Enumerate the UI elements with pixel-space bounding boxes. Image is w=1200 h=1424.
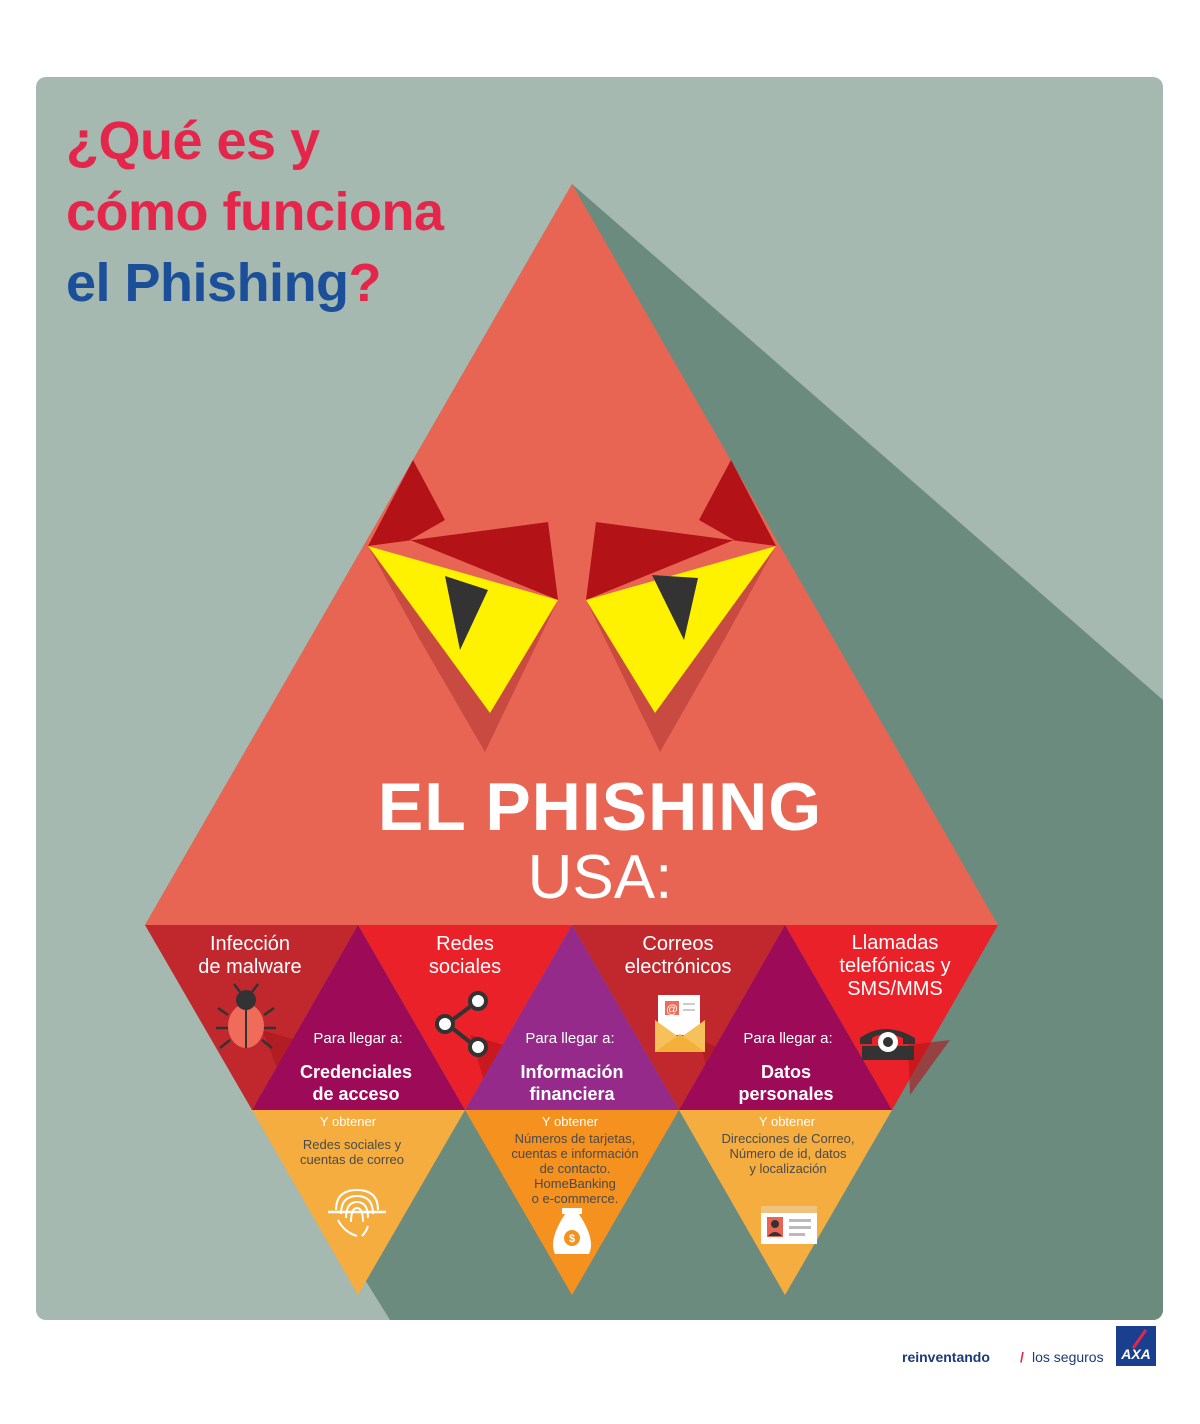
method-label-email-text: Correos electrónicos <box>624 933 732 978</box>
obtain-details-financial: Números de tarjetas, cuentas e informaci… <box>511 1131 639 1206</box>
right-brow <box>586 460 776 600</box>
method-label-social: Redes sociales <box>365 933 565 979</box>
infographic-artwork: @ $ <box>145 184 1163 1320</box>
id-card-icon <box>761 1206 817 1244</box>
share-icon <box>435 991 488 1057</box>
goal-band-financial <box>465 925 679 1110</box>
goal-prefix-financial: Para llegar a: <box>525 1030 615 1047</box>
goal-band-personal <box>679 925 892 1110</box>
svg-text:$: $ <box>569 1233 575 1245</box>
goal-target-personal: Datos personales <box>738 1062 834 1104</box>
telephone-icon <box>860 1029 915 1060</box>
footer-tagline-rest: los seguros <box>1032 1349 1104 1365</box>
method-label-malware: Infección de malware <box>150 933 350 979</box>
footer-tagline-bold: reinventando <box>902 1349 990 1365</box>
left-brow <box>368 460 558 600</box>
obtain-label-credentials: Y obtener <box>319 1114 377 1129</box>
svg-text:@: @ <box>666 1002 678 1016</box>
title-line-3: el Phishing? <box>66 253 382 313</box>
obtain-band-personal <box>679 1110 892 1295</box>
obtain-details-credentials: Redes sociales y cuentas de correo <box>299 1137 405 1167</box>
method-label-email: Correos electrónicos <box>578 933 778 979</box>
title-line-2: cómo funciona <box>66 182 444 242</box>
method-label-social-text: Redes sociales <box>428 933 502 978</box>
evil-eyes <box>368 460 776 752</box>
method-label-malware-text: Infección de malware <box>198 933 302 978</box>
title-line-1: ¿Qué es y <box>66 111 320 171</box>
money-bag-icon: $ <box>552 1208 592 1254</box>
goal-target-credentials: Credenciales de acceso <box>299 1062 413 1104</box>
obtain-details-personal: Direcciones de Correo, Número de id, dat… <box>721 1131 855 1176</box>
axa-logo-text: AXA <box>1121 1346 1151 1362</box>
main-triangle <box>145 184 998 925</box>
band-social <box>358 925 572 1110</box>
method-label-phone: Llamadas telefónicas y SMS/MMS <box>795 932 995 1001</box>
left-pupil <box>445 576 488 650</box>
obtain-band-financial <box>465 1110 679 1295</box>
title-question-mark: ? <box>348 253 382 313</box>
title-line-3-text: el Phishing <box>66 253 349 313</box>
obtain-label-financial: Y obtener <box>541 1114 599 1129</box>
heading-main: EL PHISHING <box>377 769 823 845</box>
goal-prefix-personal: Para llegar a: <box>743 1030 833 1047</box>
axa-logo: AXA <box>1116 1326 1156 1366</box>
goal-target-financial: Información financiera <box>520 1062 624 1104</box>
goal-band-credentials <box>252 925 465 1110</box>
fingerprint-icon <box>328 1188 386 1237</box>
goal-prefix-credentials: Para llegar a: <box>313 1030 403 1047</box>
bug-icon <box>216 983 276 1049</box>
band-phone <box>785 925 998 1110</box>
email-icon: @ <box>655 995 705 1052</box>
infographic-card: @ $ <box>36 77 1163 1320</box>
footer-slash-mark: / <box>1020 1349 1024 1365</box>
phone-icon-shadow <box>908 1040 950 1095</box>
method-label-phone-text: Llamadas telefónicas y SMS/MMS <box>839 932 951 1000</box>
heading-sub: USA: <box>527 843 673 912</box>
right-pupil <box>652 575 698 640</box>
obtain-label-personal: Y obtener <box>758 1114 816 1129</box>
